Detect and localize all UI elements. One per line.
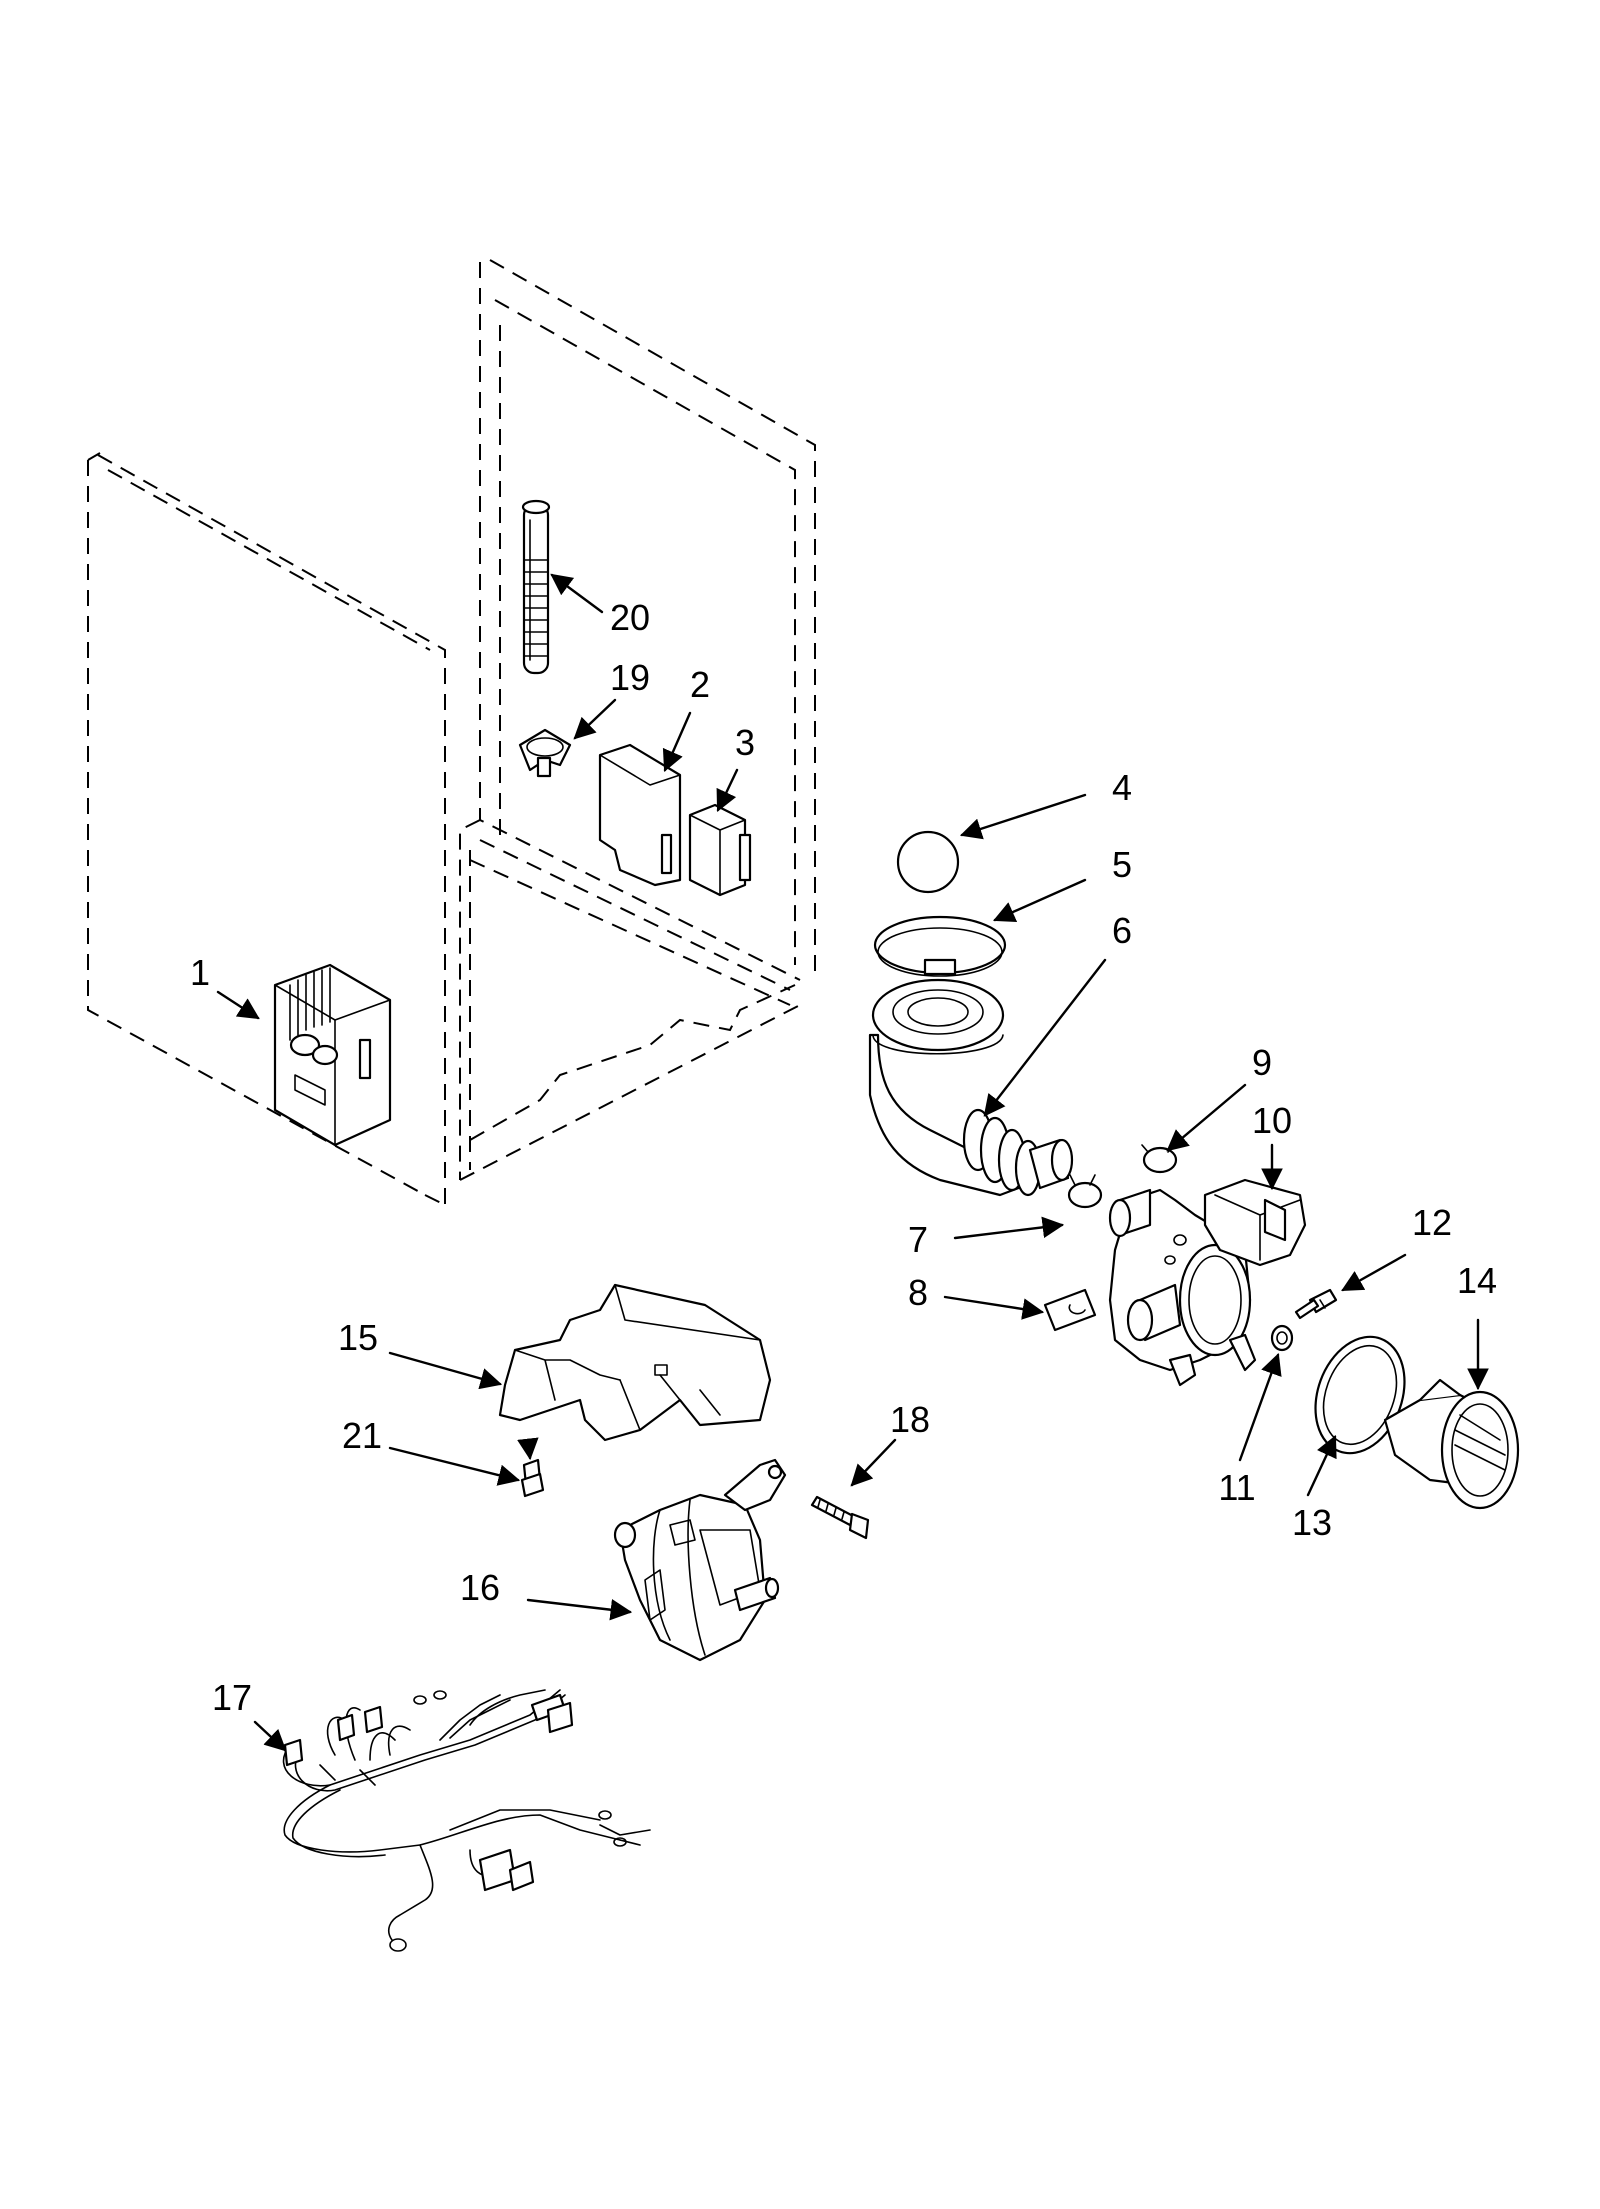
- callout-7: 7: [908, 1219, 928, 1260]
- callout-18: 18: [890, 1399, 930, 1440]
- leader-13: [1306, 1435, 1337, 1497]
- part-16-motor: [613, 1458, 787, 1662]
- leader-12: [1341, 1253, 1407, 1292]
- leader-18: [850, 1438, 897, 1487]
- callout-12: 12: [1412, 1202, 1452, 1243]
- leader-16: [526, 1598, 633, 1621]
- leader-20: [550, 573, 604, 614]
- leader-6: [983, 958, 1107, 1117]
- callout-21: 21: [342, 1415, 382, 1456]
- leader-7: [953, 1216, 1065, 1240]
- part-6-sump-hose: [868, 978, 1074, 1197]
- callout-1: 1: [190, 952, 210, 993]
- part-14-filter: [1383, 1378, 1520, 1510]
- callout-13: 13: [1292, 1502, 1332, 1543]
- part-20-hose: [521, 499, 551, 675]
- callout-10: 10: [1252, 1100, 1292, 1141]
- part-7-clamp: [1067, 1174, 1103, 1209]
- part-13-gasket: [1314, 1335, 1406, 1455]
- leader-15: [388, 1351, 503, 1390]
- leader-5: [993, 878, 1087, 922]
- part-5-hose-clamp: [873, 915, 1007, 977]
- callout-4: 4: [1112, 767, 1132, 808]
- part-15-motor-shield: [498, 1283, 772, 1442]
- callout-16: 16: [460, 1567, 500, 1608]
- part-4-ball: [896, 830, 960, 894]
- callout-14: 14: [1457, 1260, 1497, 1301]
- leader-15-down: [517, 1437, 539, 1461]
- part-18-bolt: [810, 1495, 870, 1540]
- callout-5: 5: [1112, 844, 1132, 885]
- part-17-wiring-harness: [282, 1689, 651, 1952]
- callout-8: 8: [908, 1272, 928, 1313]
- leader-4: [959, 793, 1087, 840]
- callout-19: 19: [610, 657, 650, 698]
- callout-17: 17: [212, 1677, 252, 1718]
- leader-11: [1238, 1352, 1282, 1462]
- cabinet-left-panel-outline: [87, 452, 446, 1206]
- leader-21: [388, 1446, 521, 1486]
- leader-8: [943, 1295, 1045, 1320]
- part-12-screw: [1294, 1288, 1338, 1320]
- callout-15: 15: [338, 1317, 378, 1358]
- callout-labels: 1 2 3 4 5 6 7 8 9 10 11 12 13 14 15 16 1…: [190, 597, 1497, 1718]
- callout-9: 9: [1252, 1042, 1272, 1083]
- leader-2: [662, 711, 692, 772]
- callout-6: 6: [1112, 910, 1132, 951]
- part-8-tab: [1043, 1288, 1097, 1332]
- callout-20: 20: [610, 597, 650, 638]
- cabinet-rear-panel-outline: [459, 259, 816, 1181]
- leader-17: [253, 1720, 287, 1752]
- part-3-module: [688, 803, 752, 897]
- callout-11: 11: [1218, 1467, 1255, 1508]
- leader-lines: [216, 573, 1489, 1752]
- leader-19: [573, 698, 617, 740]
- part-1-control-unit: [273, 963, 392, 1147]
- part-10-drain-pump: [1108, 1178, 1307, 1387]
- callout-2: 2: [690, 664, 710, 705]
- part-2-bracket: [598, 743, 682, 887]
- leader-1: [216, 990, 260, 1020]
- part-21-screw: [520, 1458, 545, 1498]
- leader-3: [716, 768, 739, 812]
- part-19-clip: [518, 728, 572, 778]
- leader-9: [1166, 1083, 1247, 1152]
- callout-3: 3: [735, 722, 755, 763]
- part-11-nut: [1270, 1324, 1294, 1352]
